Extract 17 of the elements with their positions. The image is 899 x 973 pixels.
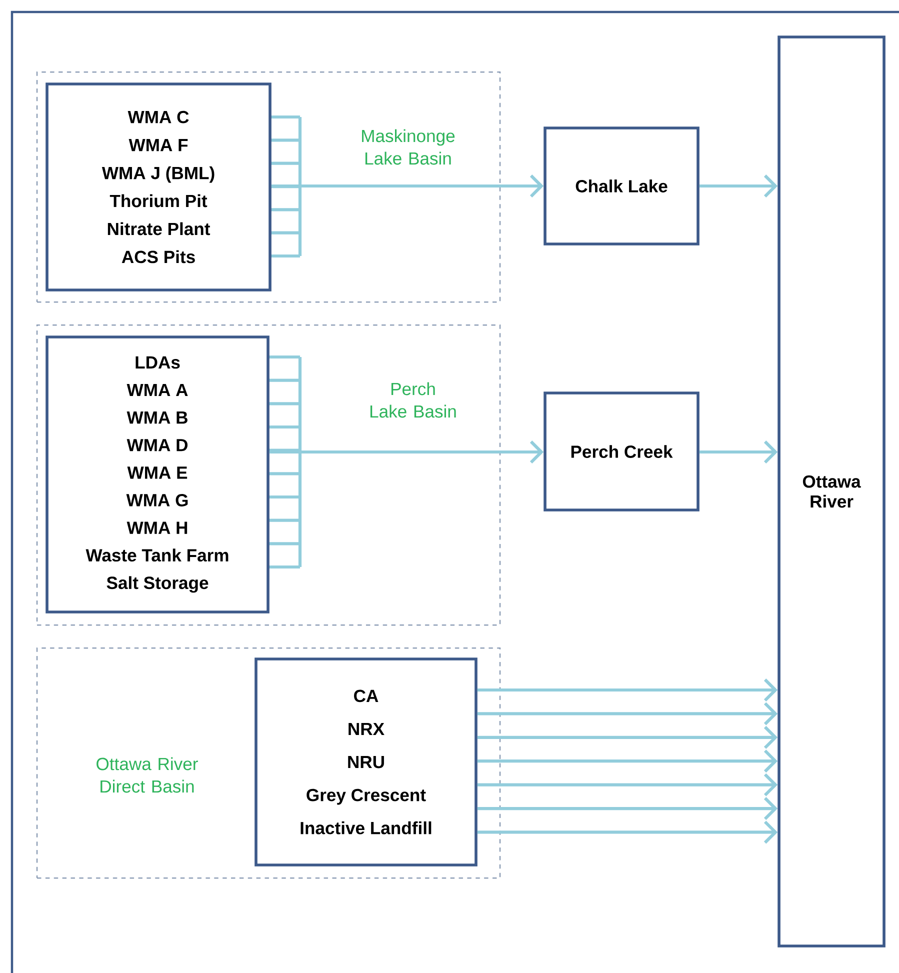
process-box: Chalk Lake — [544, 126, 700, 246]
arrow — [271, 174, 544, 198]
arrow — [477, 797, 778, 820]
arrow — [477, 820, 778, 844]
arrow — [269, 440, 544, 464]
process-box: WMA C WMA F WMA J (BML) Thorium Pit Nitrate Plant ACS Pits — [46, 82, 272, 292]
process-box: LDAs WMA A WMA B WMA D WMA E WMA G WMA H Waste Tank Farm Salt Storage — [46, 336, 270, 614]
arrow — [477, 726, 778, 749]
process-box: CA NRX NRU Grey Crescent Inactive Landfill — [254, 658, 478, 866]
river-box: Ottawa River — [778, 36, 886, 948]
arrow — [477, 773, 778, 796]
arrow — [699, 440, 778, 464]
arrow — [477, 678, 778, 702]
arrow — [477, 750, 778, 773]
process-box: Perch Creek — [544, 392, 700, 512]
arrow — [699, 174, 778, 198]
arrow — [477, 702, 778, 726]
